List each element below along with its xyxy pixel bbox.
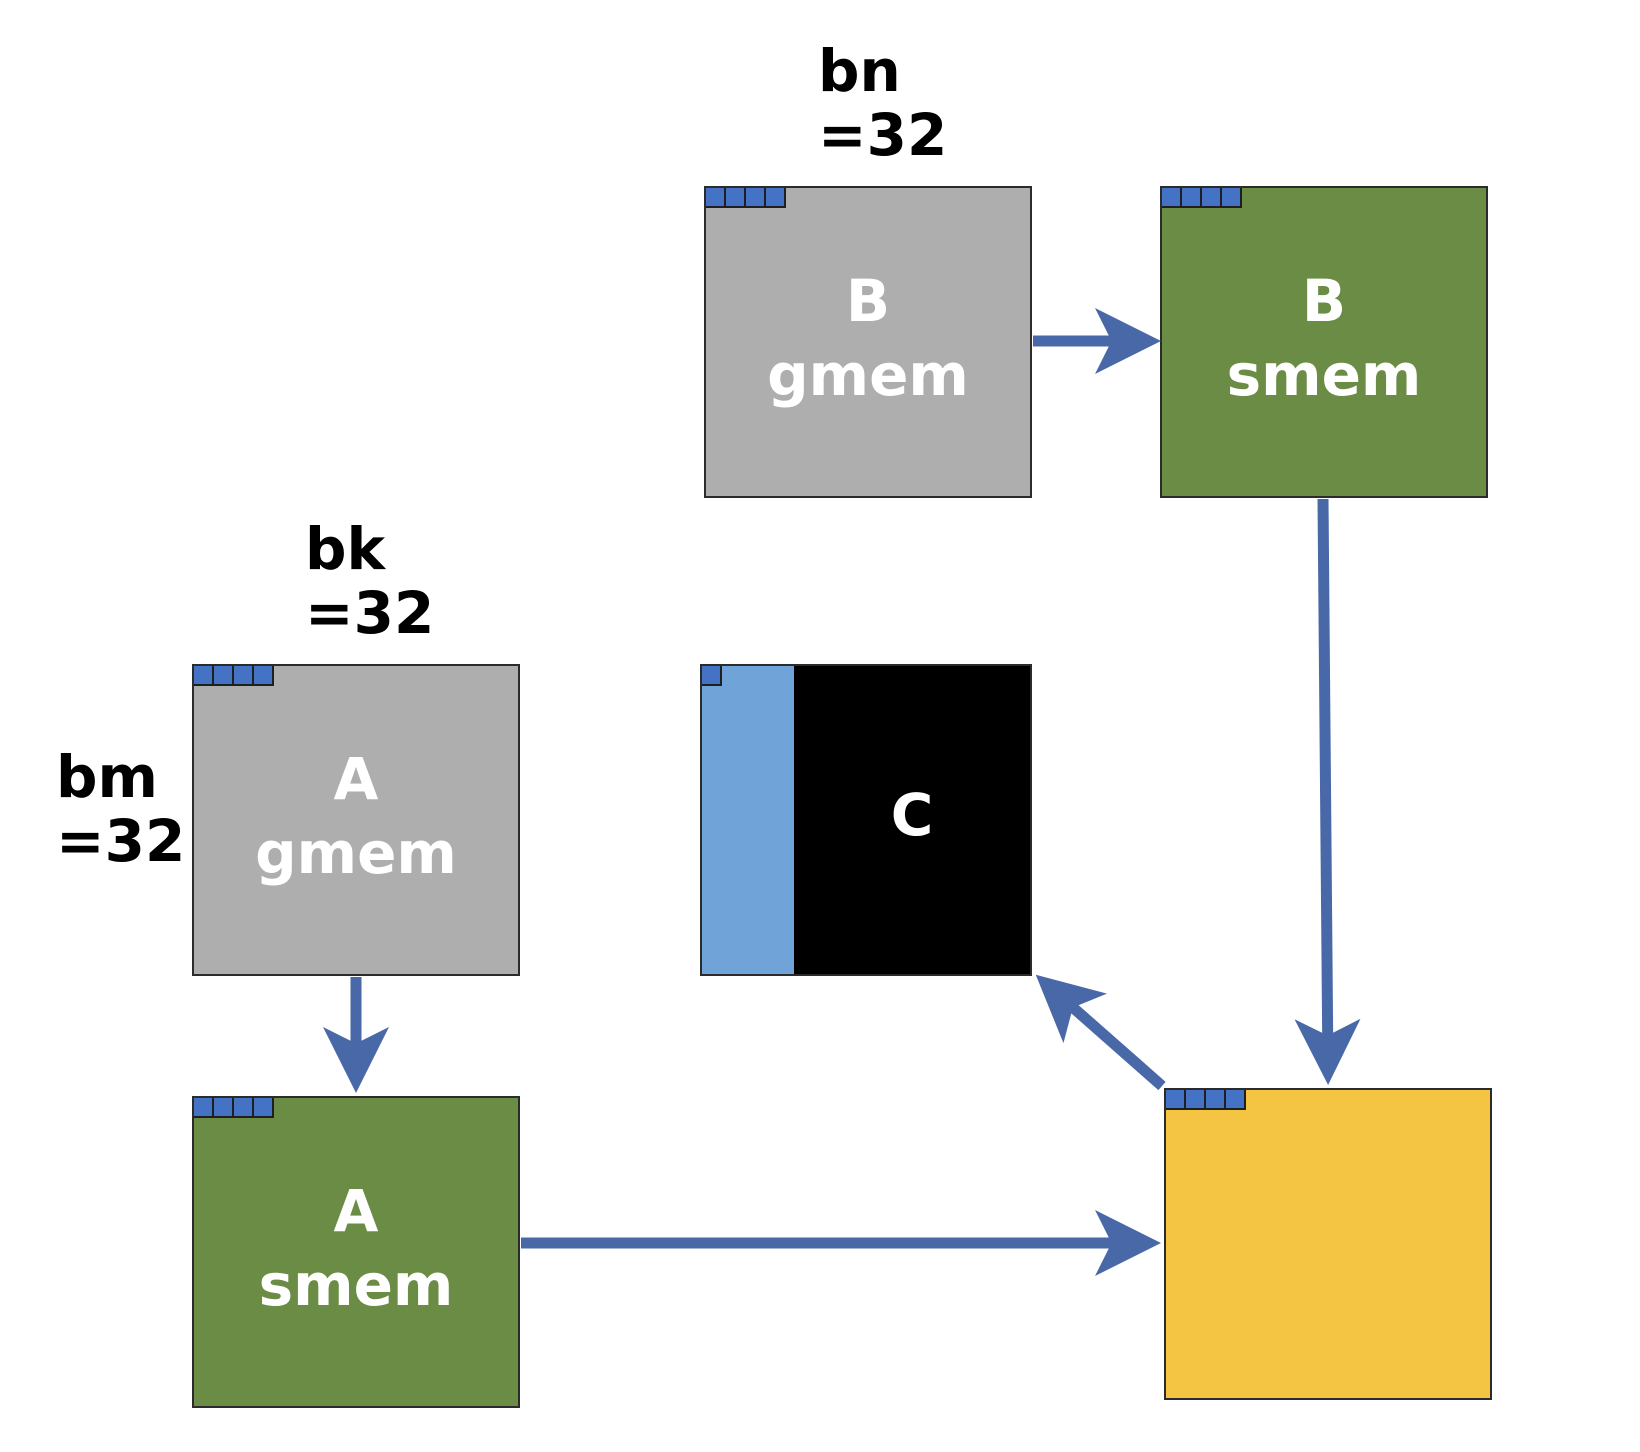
b-smem-subtitle: smem (1226, 341, 1422, 409)
a-smem-block: A smem (192, 1096, 520, 1408)
c-block: C (700, 664, 1032, 976)
bk-name: bk (305, 515, 386, 583)
bn-name: bn (818, 37, 901, 105)
b-smem-block: B smem (1160, 186, 1488, 498)
bm-label: bm =32 (56, 748, 185, 870)
b-gmem-block: B gmem (704, 186, 1032, 498)
a-smem-title: A (333, 1177, 379, 1245)
bn-label: bn =32 (818, 42, 947, 164)
accumulator-block (1164, 1088, 1492, 1400)
b-gmem-tiles (706, 188, 786, 208)
b-smem-tiles (1162, 188, 1242, 208)
bk-value: =32 (305, 579, 435, 647)
arrow-bsmem-to-accumulator (1294, 498, 1361, 1085)
a-gmem-tiles (194, 666, 274, 686)
b-gmem-subtitle: gmem (767, 341, 969, 409)
bk-label: bk =32 (305, 520, 434, 642)
c-title: C (890, 781, 934, 849)
accumulator-tiles (1166, 1090, 1246, 1110)
bn-value: =32 (818, 101, 948, 169)
a-smem-tiles (194, 1098, 274, 1118)
bm-value: =32 (56, 807, 186, 875)
b-gmem-title: B (845, 267, 891, 335)
a-gmem-subtitle: gmem (255, 819, 457, 887)
arrow-accumulator-to-c (1035, 974, 1166, 1091)
b-smem-title: B (1301, 267, 1347, 335)
bm-name: bm (56, 743, 158, 811)
a-gmem-block: A gmem (192, 664, 520, 976)
a-gmem-title: A (333, 745, 379, 813)
c-stripe (702, 666, 794, 974)
c-tile (702, 666, 722, 686)
a-smem-subtitle: smem (258, 1251, 454, 1319)
